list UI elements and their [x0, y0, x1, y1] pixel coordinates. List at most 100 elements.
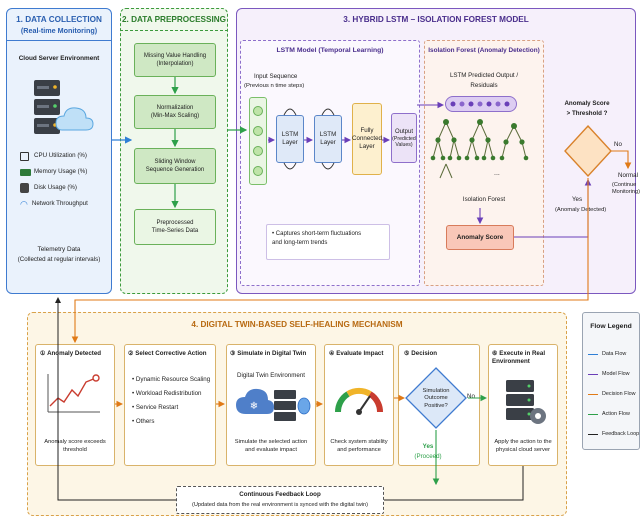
wifi-icon: ◠ [20, 198, 28, 209]
input-nodes [253, 106, 263, 176]
legend-item-decision: Decision Flow [588, 384, 640, 404]
legend-item-model: Model Flow [588, 364, 640, 384]
action-item-label: Others [135, 418, 155, 425]
gauge-icon [334, 387, 384, 415]
step-sub: Sequence Generation [145, 167, 205, 173]
section1-divider [6, 40, 112, 41]
step-sub: Time-Series Data [151, 228, 199, 234]
anomaly-score-label: Anomaly Score [456, 233, 504, 241]
step-title: Decision [411, 350, 438, 357]
lstm-note: • Captures short-term fluctuations and l… [272, 231, 362, 246]
cpu-icon [20, 151, 29, 161]
legend-items: Data Flow Model Flow Decision Flow Actio… [588, 344, 640, 444]
step3-title: ③ Simulate in Digital Twin [230, 350, 306, 358]
step-label: Normalization [156, 105, 194, 111]
action-item: • Dynamic Resource Scaling [132, 376, 211, 383]
if-title: Isolation Forest (Anomaly Detection) [428, 47, 540, 54]
legend-label: Data Flow [602, 350, 627, 357]
step-sub: (Interpolation) [156, 61, 194, 67]
metric-list: CPU Utilization (%) Memory Usage (%) Dis… [20, 148, 112, 212]
threshold-yes-sub: (Anomaly Detected) [555, 207, 607, 213]
metric-label: Network Throughput [31, 200, 88, 207]
section4-title: 4. DIGITAL TWIN-BASED SELF-HEALING MECHA… [191, 320, 403, 329]
legend-item-data: Data Flow [588, 344, 640, 364]
step-number: ⑥ [492, 350, 498, 357]
action-item-label: Dynamic Resource Scaling [135, 376, 211, 383]
feedback-loop-box [176, 486, 384, 514]
step1-desc: Anomaly score exceeds threshold [44, 439, 106, 453]
legend-arrow-icon [588, 373, 598, 375]
threshold-no: No [614, 141, 622, 148]
metric-disk: Disk Usage (%) [20, 180, 112, 196]
if-input-sub: Residuals [470, 82, 498, 89]
legend-arrow-icon [588, 353, 598, 355]
step-title: Select Corrective Action [135, 350, 207, 357]
input-seq-sub: (Previous n time steps) [244, 83, 305, 89]
section2-title: 2. DATA PREPROCESSING [121, 15, 227, 24]
disk-icon [20, 183, 29, 193]
step-title: Simulate in Digital Twin [237, 350, 307, 357]
metric-label: Disk Usage (%) [34, 184, 77, 191]
fully-connected-layer: Fully Connected Layer [352, 103, 382, 175]
threshold-question: Anomaly Score [564, 100, 610, 107]
step-normalization: Normalization (Min-Max Scaling) [134, 95, 216, 129]
decision-yes: Yes [422, 443, 434, 450]
legend-item-feedback: Feedback Loop [588, 424, 640, 444]
lstm-layer-label: LSTM Layer [281, 131, 299, 146]
lstm-layer-2: LSTM Layer [314, 115, 342, 163]
metric-memory: Memory Usage (%) [20, 164, 112, 180]
threshold-diamond [564, 124, 612, 178]
decision-text: Simulation Outcome Positive? [422, 388, 450, 409]
server-gear-icon [506, 380, 546, 424]
legend-arrow-icon [588, 393, 598, 395]
step-title: Execute in Real Environment [492, 350, 546, 365]
legend-label: Feedback Loop [602, 430, 640, 437]
step-title: Evaluate Impact [336, 350, 384, 357]
step6-title: ⑥ Execute in Real Environment [492, 350, 556, 366]
step-label: Missing Value Handling [143, 53, 207, 59]
step-label: Sliding Window [154, 159, 196, 165]
step3-sub: Digital Twin Environment [237, 372, 305, 379]
step-number: ④ [329, 350, 335, 357]
trend-chart-icon [47, 374, 100, 413]
feedback-sub: (Updated data from the real environment … [192, 502, 368, 508]
legend-item-action: Action Flow [588, 404, 640, 424]
if-input: LSTM Predicted Output / [449, 72, 519, 79]
step3-desc: Simulate the selected action and evaluat… [234, 439, 308, 453]
step4-desc: Check system stability and performance [330, 439, 388, 453]
section1-title: 1. DATA COLLECTION [16, 15, 102, 24]
legend-label: Action Flow [602, 410, 630, 417]
step-label: Preprocessed [156, 220, 194, 226]
step4-title: ④ Evaluate Impact [329, 350, 383, 358]
telemetry-label: Telemetry Data [37, 246, 81, 253]
step-sliding-window: Sliding Window Sequence Generation [134, 148, 216, 184]
action-item: • Service Restart [132, 404, 179, 411]
telemetry-sub: (Collected at regular intervals) [17, 256, 101, 263]
decision-no: No [467, 393, 475, 400]
if-label: Isolation Forest [462, 196, 506, 203]
env-label: Cloud Server Environment [18, 55, 100, 62]
lstm-title: LSTM Model (Temporal Learning) [276, 47, 384, 54]
lstm-layer-label: LSTM Layer [319, 131, 337, 146]
step-number: ① [40, 350, 46, 357]
feedback-title: Continuous Feedback Loop [239, 491, 321, 498]
step6-desc: Apply the action to the physical cloud s… [494, 439, 552, 453]
normal-sub: (Continue Monitoring) [612, 182, 640, 195]
action-item: • Workload Redistribution [132, 390, 202, 397]
normal-label: Normal [618, 172, 638, 179]
step-sub: (Min-Max Scaling) [150, 113, 200, 119]
step-missing-values: Missing Value Handling (Interpolation) [134, 43, 216, 77]
digital-twin-icon: ❄ [236, 388, 311, 421]
output-label: Output [394, 128, 413, 135]
residual-dots [450, 101, 510, 107]
legend-label: Decision Flow [602, 390, 636, 397]
metric-label: CPU Utilization (%) [34, 152, 87, 159]
action-item-label: Workload Redistribution [135, 390, 202, 397]
action-item: • Others [132, 418, 155, 425]
metric-network: ◠ Network Throughput [20, 196, 112, 212]
legend-title: Flow Legend [590, 323, 632, 330]
output-box: Output (Predicted Values) [391, 113, 417, 163]
anomaly-score-box: Anomaly Score [446, 225, 514, 250]
flow-legend [582, 312, 640, 450]
step-number: ⑤ [404, 350, 410, 357]
